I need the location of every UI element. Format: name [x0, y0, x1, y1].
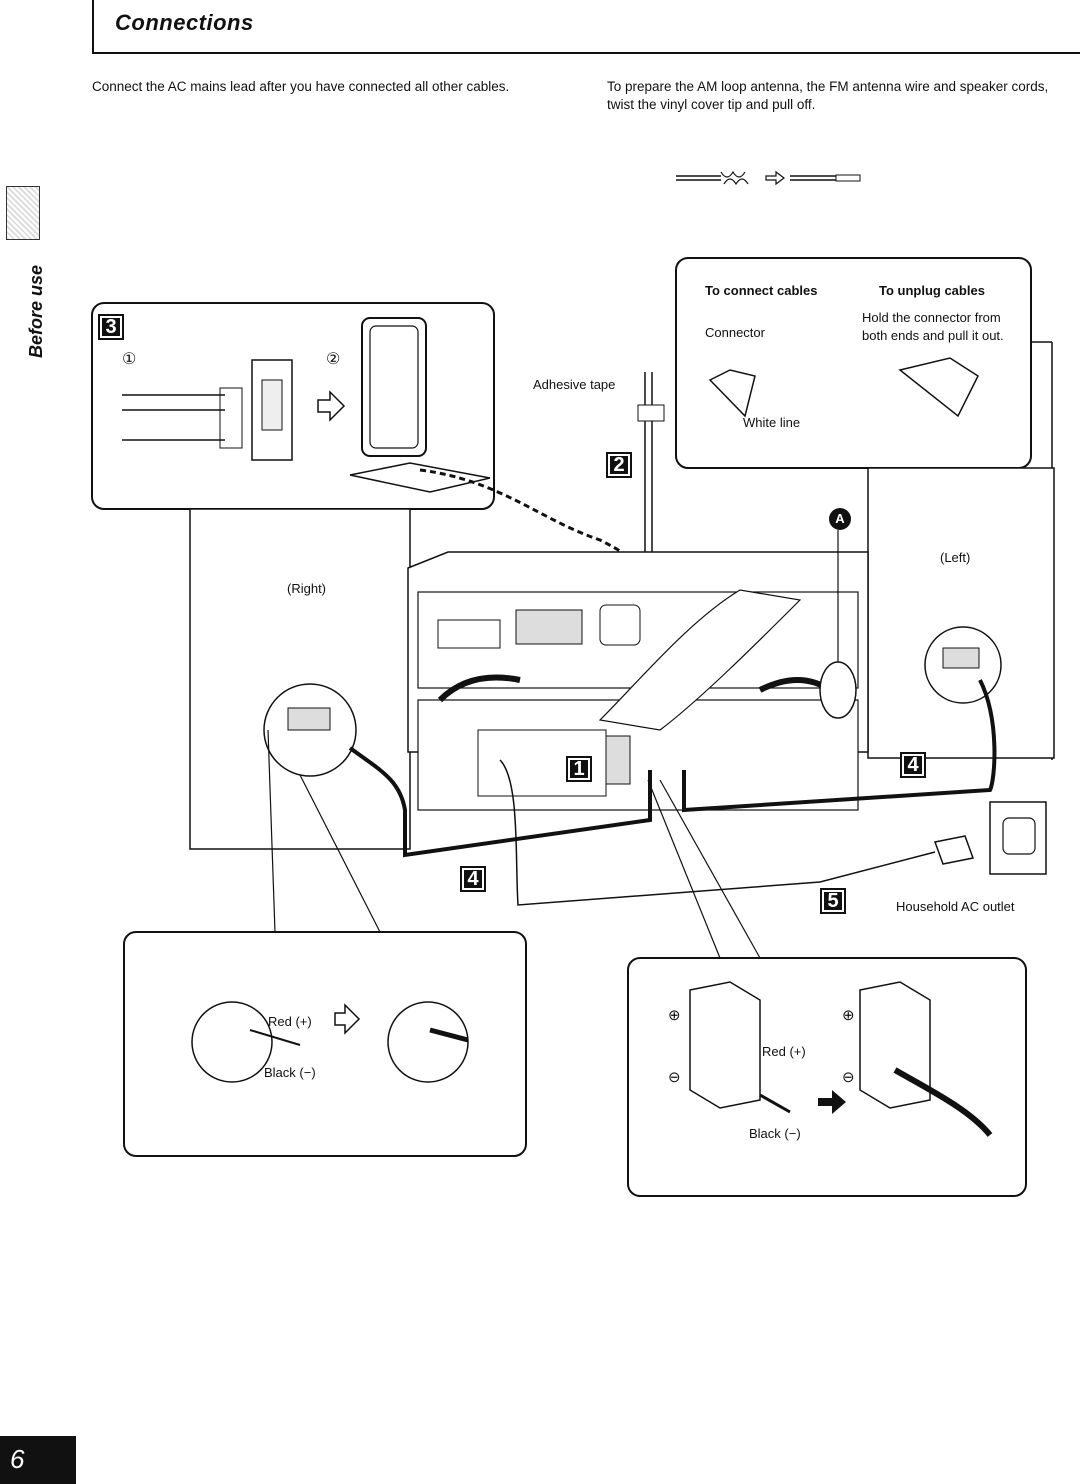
antenna-step-1-marker: ① [122, 351, 137, 368]
step-1-label: 1 [566, 756, 592, 782]
plus-marker-2: ⊕ [842, 1007, 855, 1024]
title-rule-vertical [92, 0, 94, 54]
step-2-label: 2 [606, 452, 632, 478]
step-5-label: 5 [820, 888, 846, 914]
page-number-badge: 6 [0, 1436, 76, 1484]
marker-a-badge: A [829, 508, 851, 530]
unplug-instruction-line-2: both ends and pull it out. [862, 328, 1004, 343]
page-number: 6 [10, 1444, 25, 1474]
ac-outlet-label: Household AC outlet [896, 899, 1015, 914]
cables-box [675, 257, 1032, 469]
minus-marker-1: ⊖ [668, 1069, 681, 1086]
side-tab-icon [6, 186, 40, 240]
title-rule-horizontal [92, 52, 1080, 54]
intro-left-paragraph: Connect the AC mains lead after you have… [92, 79, 510, 94]
plus-marker-1: ⊕ [668, 1007, 681, 1024]
left-speaker-label: (Left) [940, 550, 971, 565]
minus-marker-2: ⊖ [842, 1069, 855, 1086]
black-minus-label-right: Black (−) [749, 1126, 801, 1141]
step-3-label: 3 [98, 314, 124, 340]
connector-label: Connector [705, 325, 765, 340]
unplug-cables-heading: To unplug cables [879, 283, 985, 298]
red-plus-label-right: Red (+) [762, 1044, 806, 1059]
speaker-terminal-box-right [627, 957, 1027, 1197]
intro-right-paragraph: To prepare the AM loop antenna, the FM a… [607, 79, 1049, 112]
speaker-terminal-box-left [123, 931, 527, 1157]
white-line-label: White line [743, 415, 801, 430]
unplug-instruction-line-1: Hold the connector from [862, 310, 1001, 325]
wire-twist-icon [676, 170, 861, 186]
antenna-step-2-marker: ② [326, 351, 341, 368]
step-4-label-right: 4 [900, 752, 926, 778]
page-title: Connections [115, 10, 254, 35]
step-4-label-left: 4 [460, 866, 486, 892]
red-plus-label-left: Red (+) [268, 1014, 312, 1029]
adhesive-tape-label: Adhesive tape [533, 377, 616, 392]
wiring-diagram [91, 257, 1055, 1197]
connect-cables-heading: To connect cables [705, 283, 818, 298]
black-minus-label-left: Black (−) [264, 1065, 316, 1080]
right-speaker-label: (Right) [287, 581, 327, 596]
